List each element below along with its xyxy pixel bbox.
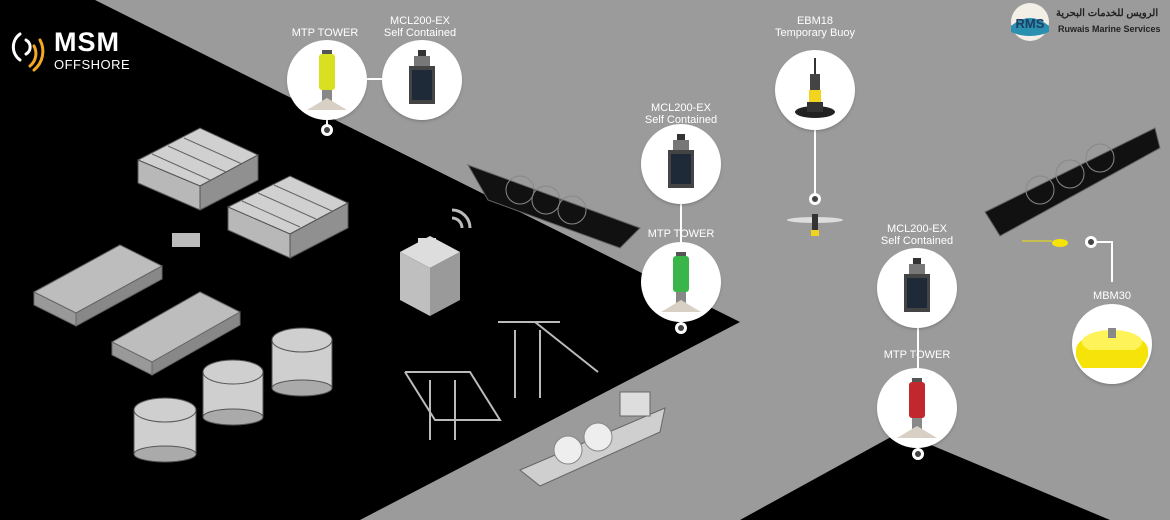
container-stack-icon bbox=[32, 244, 242, 376]
rms-logo: RMS الرويس للخدمات البحرية Ruwais Marine… bbox=[1006, 2, 1170, 42]
msm-logo-subtitle: OFFSHORE bbox=[54, 57, 131, 72]
lng-tanker-icon bbox=[466, 127, 1161, 487]
land-lower-right bbox=[740, 432, 1110, 520]
ebm18-thumbnail bbox=[777, 52, 853, 128]
location-marker-mtp-tower-2 bbox=[675, 322, 687, 334]
rms-arabic-name: الرويس للخدمات البحرية bbox=[1056, 8, 1159, 19]
svg-text:RMS: RMS bbox=[1016, 16, 1045, 31]
label-ebm18: EBM18 Temporary Buoy bbox=[774, 15, 856, 39]
buoy-icon bbox=[795, 58, 835, 118]
buoy-icon bbox=[1076, 328, 1148, 368]
mtp-tower-3-thumbnail bbox=[879, 370, 955, 446]
rms-english-name: Ruwais Marine Services bbox=[1058, 24, 1161, 34]
label-mcl200-3: MCL200-EX Self Contained bbox=[880, 223, 954, 247]
navigation-light-icon bbox=[661, 252, 701, 312]
msm-logo-name: MSM bbox=[54, 27, 120, 57]
port-crane-icon bbox=[404, 321, 599, 440]
mcl200-2-thumbnail bbox=[643, 126, 719, 202]
label-mcl200-1: MCL200-EX Self Contained bbox=[383, 15, 457, 39]
connector-lines bbox=[326, 78, 1113, 452]
land-upper-left bbox=[0, 0, 740, 520]
warehouse-roof-lines bbox=[151, 137, 333, 228]
msm-signal-icon bbox=[11, 32, 45, 72]
mtp-tower-2-thumbnail bbox=[643, 244, 719, 320]
navigation-light-icon bbox=[307, 50, 347, 110]
location-marker-ebm18 bbox=[809, 193, 821, 205]
small-vehicle bbox=[172, 233, 200, 247]
navigation-light-icon bbox=[409, 50, 435, 104]
mbm30-thumbnail bbox=[1074, 306, 1150, 382]
small-yellow-buoy bbox=[1022, 239, 1068, 247]
wifi-signal-icon bbox=[451, 208, 472, 229]
warehouse-icon bbox=[136, 127, 350, 259]
location-marker-mtp-tower-3 bbox=[912, 448, 924, 460]
label-mtp-tower-3: MTP TOWER bbox=[883, 349, 951, 361]
mcl200-3-thumbnail bbox=[879, 250, 955, 326]
mcl200-1-thumbnail bbox=[384, 42, 460, 118]
rms-emblem-icon: RMS bbox=[1011, 3, 1049, 41]
location-marker-mbm30 bbox=[1085, 236, 1097, 248]
office-building-icon bbox=[400, 236, 460, 316]
storage-tank-icon bbox=[133, 327, 333, 463]
label-mtp-tower-2: MTP TOWER bbox=[647, 228, 715, 240]
label-mtp-tower-1: MTP TOWER bbox=[291, 27, 359, 39]
navigation-light-icon bbox=[904, 258, 930, 312]
location-marker-mtp-tower-1 bbox=[321, 124, 333, 136]
navigation-light-icon bbox=[668, 134, 694, 188]
label-mbm30: MBM30 bbox=[1093, 290, 1131, 302]
mtp-tower-1-thumbnail bbox=[289, 42, 365, 118]
navigation-light-icon bbox=[897, 378, 937, 438]
buoy-icon bbox=[787, 214, 843, 236]
label-mcl200-2: MCL200-EX Self Contained bbox=[644, 102, 718, 126]
